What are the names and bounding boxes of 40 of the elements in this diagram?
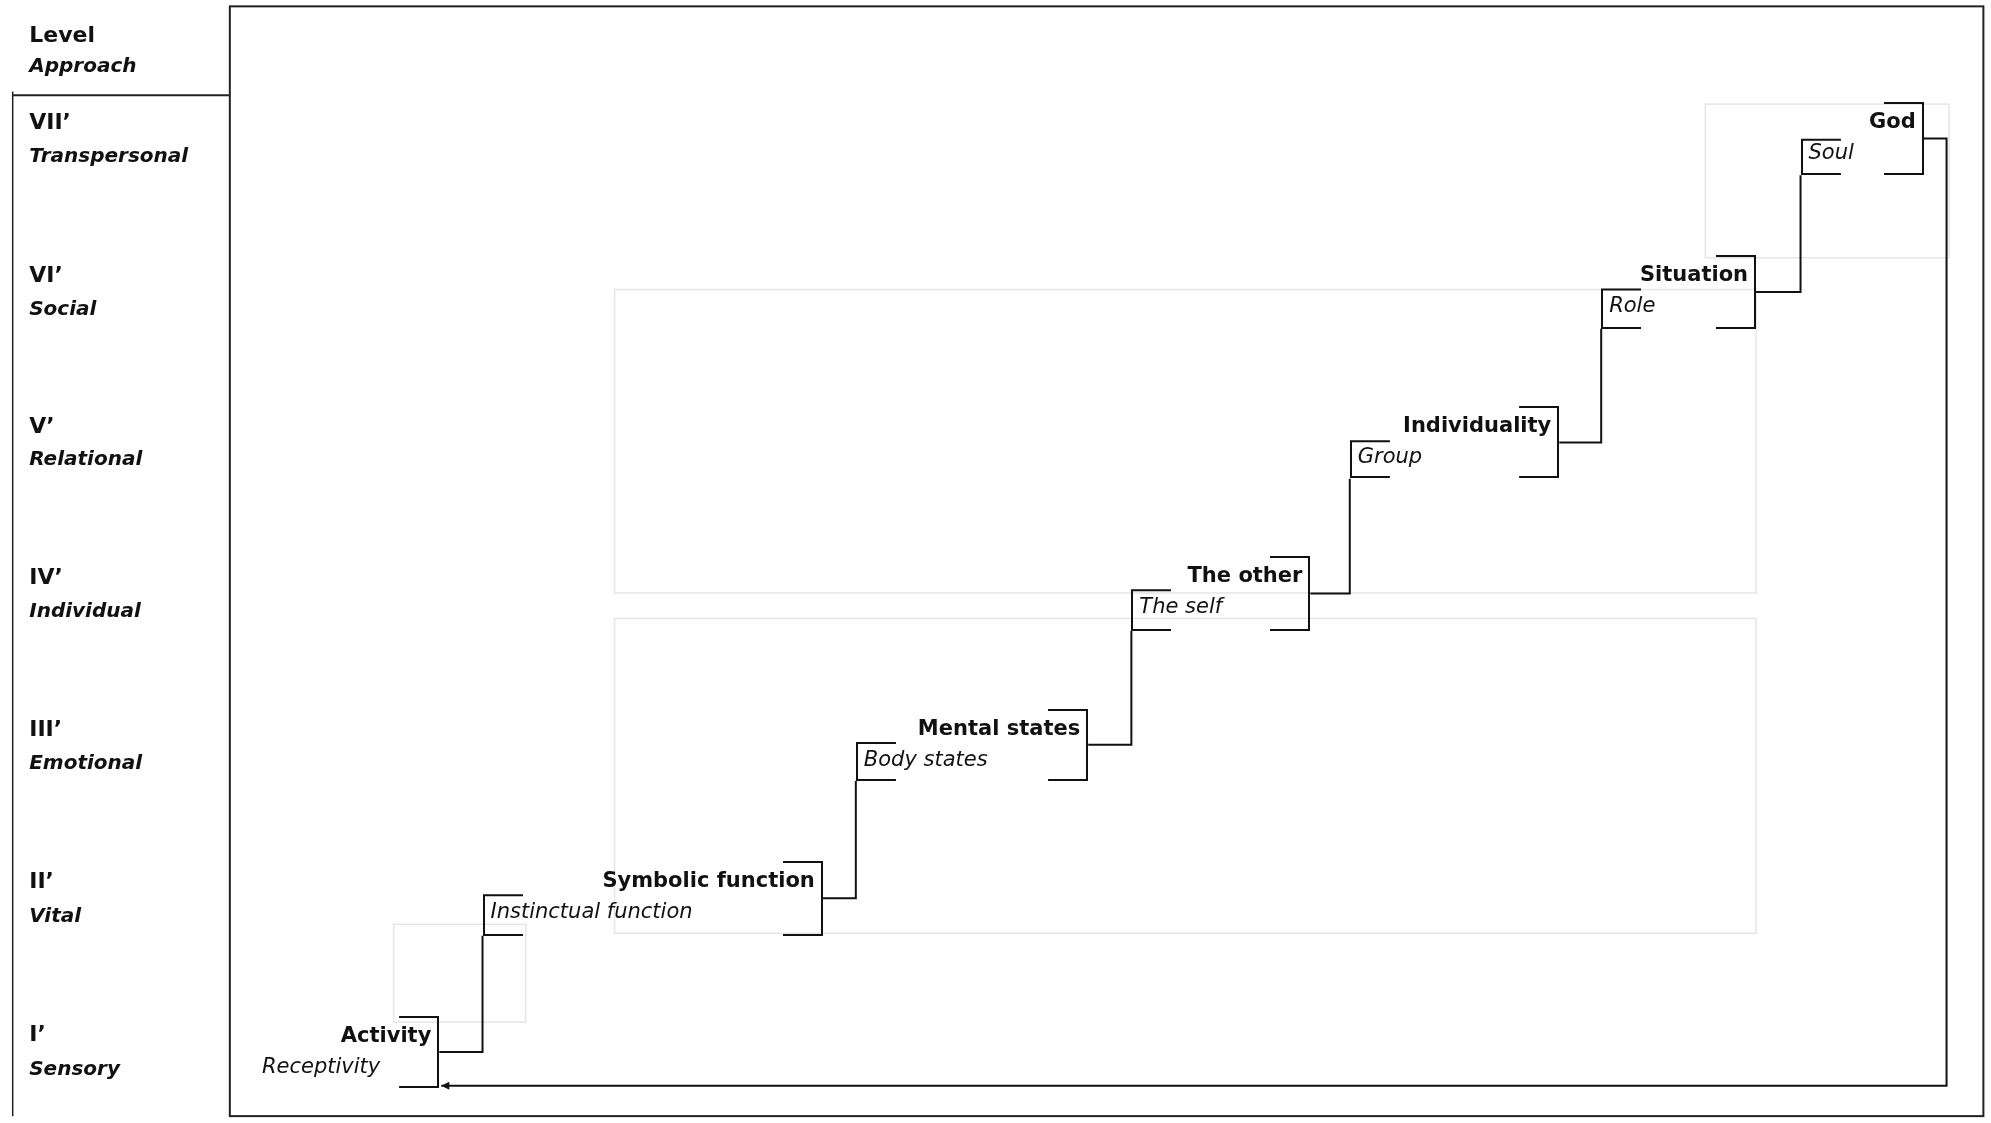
level-label: I’	[29, 1020, 46, 1046]
level-label: V’	[29, 412, 55, 438]
approach-label: Transpersonal	[29, 143, 189, 168]
stair-step	[1601, 255, 1757, 329]
level-label: III’	[29, 716, 63, 742]
connector-line	[1309, 477, 1351, 595]
step-title: God	[1869, 108, 1916, 133]
step-title: Situation	[1639, 262, 1749, 287]
level-label: VII’	[29, 109, 71, 135]
level-label: II’	[29, 868, 54, 894]
approach-label: Emotional	[29, 750, 143, 775]
step-subtitle: Instinctual function	[490, 898, 693, 923]
approach-label: Sensory	[29, 1056, 120, 1081]
approach-label: Relational	[29, 445, 143, 470]
step-title: The other	[1187, 563, 1303, 588]
step-subtitle: The self	[1139, 594, 1223, 619]
step-subtitle: Role	[1609, 293, 1656, 318]
connector-line	[1558, 327, 1603, 444]
approach-label: Approach	[29, 53, 137, 78]
step-title: Activity	[340, 1022, 432, 1047]
step-title: Mental states	[917, 715, 1081, 740]
connector-line	[1087, 630, 1133, 746]
step-subtitle: Soul	[1808, 139, 1854, 164]
step-subtitle: Receptivity	[261, 1053, 381, 1078]
approach-label: Social	[29, 295, 97, 320]
step-subtitle: Body states	[863, 746, 988, 771]
connector-line	[438, 934, 484, 1053]
approach-label: Individual	[29, 598, 141, 622]
arrow	[440, 137, 1948, 1090]
level-label: VI’	[29, 261, 63, 287]
connector-line	[821, 779, 857, 900]
step-subtitle: Group	[1357, 444, 1423, 469]
level-label: Level	[29, 21, 95, 47]
step-title: Individuality	[1403, 413, 1552, 438]
level-label: IV’	[29, 563, 63, 589]
connector-line	[1755, 174, 1802, 294]
step-title: Symbolic function	[602, 867, 815, 892]
approach-label: Vital	[29, 902, 82, 927]
stair-step	[1800, 101, 1924, 176]
stair-step	[482, 860, 823, 936]
